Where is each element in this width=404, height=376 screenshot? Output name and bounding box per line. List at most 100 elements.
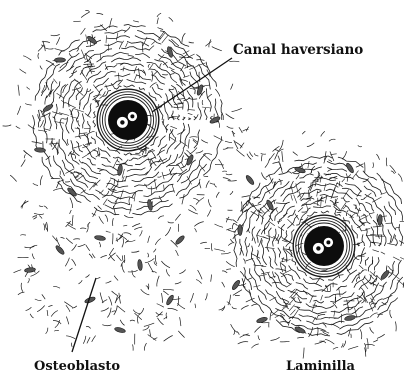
texture-stroke — [102, 325, 111, 326]
canaliculus — [93, 85, 100, 94]
canaliculus — [130, 204, 132, 214]
texture-stroke — [303, 348, 304, 359]
texture-stroke — [251, 253, 260, 258]
lamella-stroke — [82, 114, 84, 129]
canaliculus — [188, 113, 193, 114]
lamella-stroke — [49, 113, 51, 130]
canaliculus — [290, 310, 295, 316]
texture-stroke — [150, 329, 151, 336]
texture-stroke — [293, 152, 298, 156]
texture-stroke — [114, 306, 117, 315]
lamella-stroke — [345, 184, 362, 192]
texture-stroke — [395, 322, 396, 332]
texture-stroke — [118, 179, 119, 185]
texture-stroke — [78, 120, 80, 126]
texture-stroke — [307, 143, 314, 147]
lamella-stroke — [242, 278, 264, 313]
canaliculus — [151, 42, 155, 45]
canaliculus — [154, 71, 158, 75]
texture-stroke — [370, 327, 374, 333]
texture-stroke — [129, 198, 130, 205]
canaliculus — [276, 209, 278, 213]
label-canal-haversiano: Canal haversiano — [233, 42, 363, 58]
texture-stroke — [25, 104, 31, 106]
texture-stroke — [56, 37, 60, 45]
texture-stroke — [389, 272, 393, 273]
texture-stroke — [27, 87, 30, 89]
canaliculus — [151, 186, 152, 195]
lamella-stroke — [204, 108, 207, 120]
lamella-stroke — [101, 158, 111, 163]
lamella-stroke — [379, 243, 381, 246]
texture-stroke — [373, 340, 378, 342]
lamella-stroke — [99, 149, 110, 157]
texture-stroke — [44, 224, 45, 231]
lamella-stroke — [326, 189, 353, 199]
lamella-stroke — [339, 318, 369, 330]
osteocyte-lacuna — [55, 58, 66, 62]
texture-stroke — [287, 172, 292, 174]
texture-stroke — [295, 244, 303, 247]
texture-stroke — [113, 218, 114, 226]
lamella-stroke — [163, 167, 174, 176]
texture-stroke — [17, 106, 20, 115]
texture-stroke — [120, 320, 124, 326]
texture-stroke — [57, 238, 60, 246]
texture-stroke — [222, 271, 227, 273]
texture-stroke — [132, 344, 133, 350]
texture-stroke — [278, 156, 280, 161]
lamella-stroke — [302, 208, 311, 212]
texture-stroke — [157, 304, 164, 308]
texture-stroke — [251, 204, 261, 207]
texture-stroke — [33, 183, 38, 185]
texture-stroke — [244, 277, 246, 283]
lamella-stroke — [262, 240, 267, 265]
texture-stroke — [162, 293, 163, 303]
texture-stroke — [377, 334, 385, 338]
texture-stroke — [158, 216, 164, 219]
canaliculus — [265, 247, 275, 248]
lamella-stroke — [306, 321, 344, 325]
texture-stroke — [391, 171, 395, 174]
canaliculus — [381, 252, 385, 254]
texture-stroke — [40, 175, 42, 185]
texture-stroke — [240, 334, 249, 338]
texture-stroke — [150, 83, 157, 88]
texture-stroke — [328, 170, 333, 172]
texture-stroke — [18, 292, 25, 295]
texture-stroke — [276, 269, 287, 271]
texture-stroke — [231, 324, 238, 332]
texture-stroke — [65, 181, 70, 182]
texture-stroke — [390, 310, 392, 318]
canaliculus — [321, 197, 322, 207]
lamella-stroke — [343, 270, 357, 282]
texture-stroke — [146, 167, 152, 175]
texture-stroke — [66, 317, 68, 325]
lamella-stroke — [82, 162, 101, 174]
canaliculus — [321, 295, 323, 300]
lamella-stroke — [366, 202, 374, 211]
texture-stroke — [16, 126, 20, 128]
texture-stroke — [356, 198, 360, 205]
lamella-stroke — [157, 84, 163, 90]
osteocyte-lacuna — [34, 147, 45, 152]
canaliculus — [86, 35, 88, 45]
lamella-stroke — [126, 172, 149, 178]
lamella-stroke — [144, 151, 155, 158]
texture-stroke — [101, 308, 109, 312]
texture-stroke — [81, 12, 89, 17]
texture-stroke — [321, 270, 327, 271]
canaliculus — [283, 270, 291, 274]
texture-stroke — [328, 160, 332, 162]
texture-stroke — [92, 336, 96, 342]
canaliculus — [170, 126, 177, 129]
lamella-stroke — [289, 247, 292, 257]
canaliculus — [82, 153, 91, 158]
lamella-stroke — [296, 283, 308, 290]
lamella-stroke — [59, 40, 80, 56]
osteocyte-lacuna — [165, 294, 174, 306]
texture-stroke — [157, 150, 165, 156]
texture-stroke — [67, 139, 68, 145]
texture-stroke — [26, 307, 32, 310]
canaliculus — [181, 163, 184, 168]
